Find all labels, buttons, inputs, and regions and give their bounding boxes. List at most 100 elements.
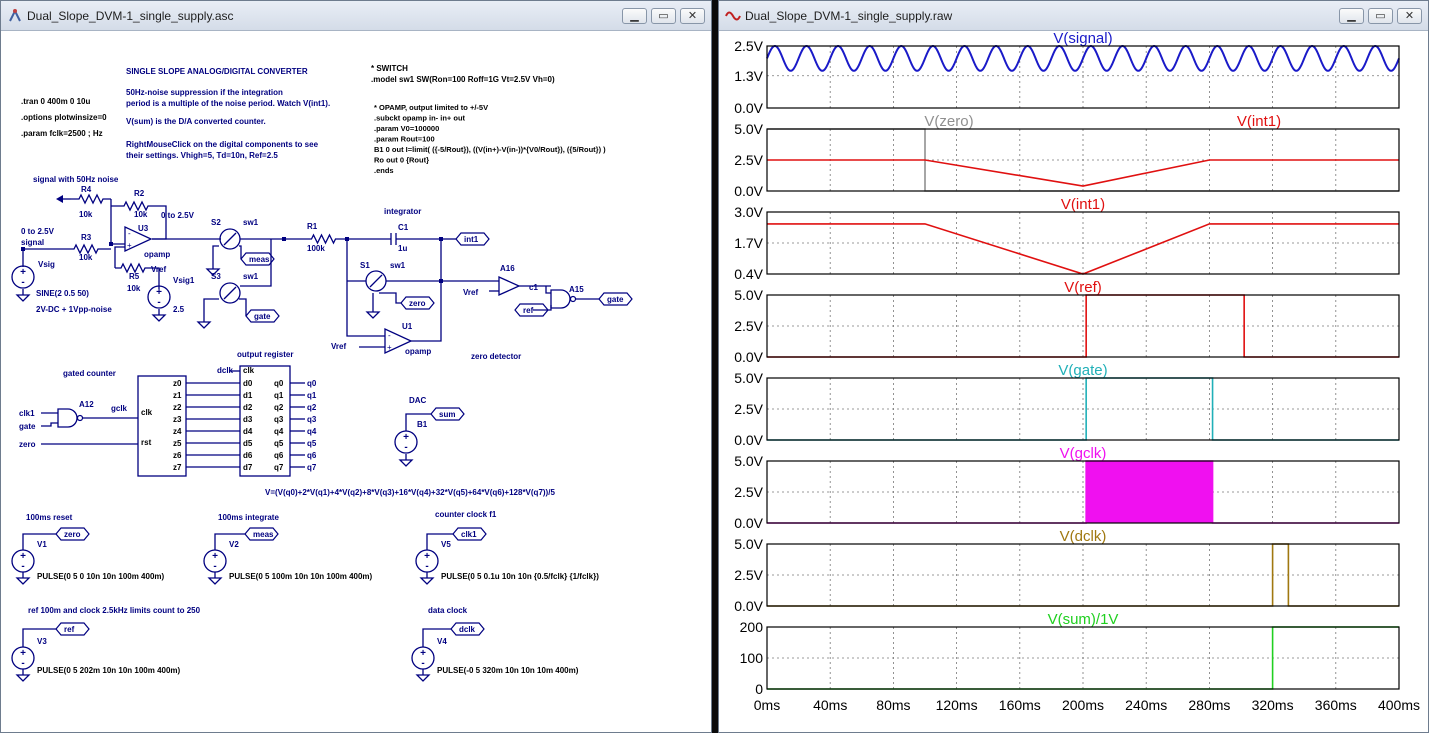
x-tick-label: 40ms: [813, 697, 847, 713]
note-line: V(sum) is the D/A converted counter.: [126, 117, 266, 126]
switch-blade: [223, 232, 237, 246]
vsig1-source: [147, 285, 171, 309]
register-input-pin: d2: [243, 403, 253, 412]
opamp-minus: -: [128, 229, 131, 238]
y-tick-label: 5.0V: [734, 287, 763, 303]
plus-sign: +: [424, 551, 430, 562]
c1-value: 1u: [398, 244, 407, 253]
switch-model-line: .model sw1 SW(Ron=100 Roff=1G Vt=2.5V Vh…: [371, 75, 555, 84]
r3-name: R3: [81, 233, 92, 242]
register-output-net: q2: [307, 403, 317, 412]
register-output-pin: q3: [274, 415, 284, 424]
minimize-button[interactable]: ▁: [622, 8, 647, 24]
register-output-pin: q5: [274, 439, 284, 448]
spice-directive: .options plotwinsize=0: [21, 113, 107, 122]
wire: [422, 628, 451, 647]
maximize-button[interactable]: ▭: [1368, 8, 1393, 24]
output-register-label: output register: [237, 350, 293, 359]
waveform-window[interactable]: Dual_Slope_DVM-1_single_supply.raw ▁ ▭ ✕…: [718, 0, 1429, 733]
wire: [240, 239, 272, 287]
trace-label: V(zero): [924, 113, 973, 130]
schematic-drawing[interactable]: SINGLE SLOPE ANALOG/DIGITAL CONVERTER 50H…: [1, 31, 711, 732]
trace-label: V(dclk): [1060, 528, 1107, 545]
r4-name: R4: [81, 185, 92, 194]
schematic-heading: SINGLE SLOPE ANALOG/DIGITAL CONVERTER: [126, 67, 308, 76]
wire: [203, 298, 219, 316]
a12-name: A12: [79, 400, 94, 409]
x-tick-label: 400ms: [1378, 697, 1420, 713]
pulse-ref-label: ref: [64, 625, 75, 634]
x-tick-label: 320ms: [1252, 697, 1294, 713]
schematic-titlebar[interactable]: Dual_Slope_DVM-1_single_supply.asc ▁ ▭ ✕: [1, 1, 711, 31]
switch-blade: [369, 274, 383, 288]
close-button[interactable]: ✕: [680, 8, 705, 24]
range-label-1: 0 to 2.5V: [21, 227, 55, 236]
y-tick-label: 0.0V: [734, 183, 763, 199]
minimize-button[interactable]: ▁: [1339, 8, 1364, 24]
gate-flag: [245, 309, 280, 323]
gate-out-label: gate: [607, 295, 624, 304]
y-tick-label: 200: [740, 619, 764, 635]
gate-label: gate: [254, 312, 271, 321]
r2-name: R2: [134, 189, 145, 198]
vsig-source: [11, 265, 35, 289]
register-dclk-net: dclk: [217, 366, 234, 375]
schematic-title: Dual_Slope_DVM-1_single_supply.asc: [27, 9, 234, 23]
pulse-source-name: V2: [229, 540, 239, 549]
pulse-source-name: V4: [437, 637, 447, 646]
opamp-minus: -: [388, 331, 391, 340]
minus-sign: -: [21, 277, 24, 288]
integrator-label: integrator: [384, 207, 421, 216]
close-icon: ✕: [1404, 9, 1415, 22]
counter-output-pin: z7: [173, 463, 182, 472]
y-tick-label: 2.5V: [734, 484, 763, 500]
note-line: 50Hz-noise suppression if the integratio…: [126, 88, 283, 97]
y-tick-label: 5.0V: [734, 370, 763, 386]
pulse-source-value: PULSE(-0 5 320m 10n 10n 10m 400m): [437, 666, 579, 675]
waveform-titlebar[interactable]: Dual_Slope_DVM-1_single_supply.raw ▁ ▭ ✕: [719, 1, 1428, 31]
junction: [21, 247, 25, 251]
pane-frame: [766, 626, 1400, 690]
wire: [41, 422, 58, 427]
schematic-canvas[interactable]: SINGLE SLOPE ANALOG/DIGITAL CONVERTER 50H…: [1, 31, 711, 732]
gated-counter-label: gated counter: [63, 369, 116, 378]
x-tick-label: 360ms: [1315, 697, 1357, 713]
register-output-net: q0: [307, 379, 317, 388]
register-input-pin: d4: [243, 427, 253, 436]
minus-sign: -: [21, 561, 24, 572]
switch-s3: [219, 282, 241, 304]
register-output-pin: q7: [274, 463, 284, 472]
b1-name: B1: [417, 420, 428, 429]
switch-blade: [223, 286, 237, 300]
ground-symbol: [15, 577, 31, 585]
trace-label: V(ref): [1064, 279, 1102, 296]
pulse-source-title: ref 100m and clock 2.5kHz limits count t…: [28, 606, 201, 615]
opamp-subckt-line: .ends: [374, 166, 394, 175]
maximize-icon: ▭: [1375, 9, 1386, 22]
plus-sign: +: [420, 648, 426, 659]
y-tick-label: 2.5V: [734, 401, 763, 417]
wire: [346, 281, 385, 337]
meas-flag: [240, 252, 275, 266]
s1-name: S1: [360, 261, 370, 270]
opamp-subckt-line: Ro out 0 {Rout}: [374, 156, 429, 165]
a15-name: A15: [569, 285, 584, 294]
r2-value: 10k: [134, 210, 148, 219]
maximize-button[interactable]: ▭: [651, 8, 676, 24]
vsig1-value: 2.5: [173, 305, 185, 314]
u1-name: U1: [402, 322, 413, 331]
wire: [239, 298, 247, 316]
schematic-window[interactable]: Dual_Slope_DVM-1_single_supply.asc ▁ ▭ ✕…: [0, 0, 712, 733]
u3-model: opamp: [144, 250, 170, 259]
close-button[interactable]: ✕: [1397, 8, 1422, 24]
resistor-r5: [115, 262, 151, 274]
counter-output-pin: z3: [173, 415, 182, 424]
pane-frame: [766, 294, 1400, 358]
minus-sign: -: [425, 561, 428, 572]
spice-directive: .param fclk=2500 ; Hz: [21, 129, 103, 138]
